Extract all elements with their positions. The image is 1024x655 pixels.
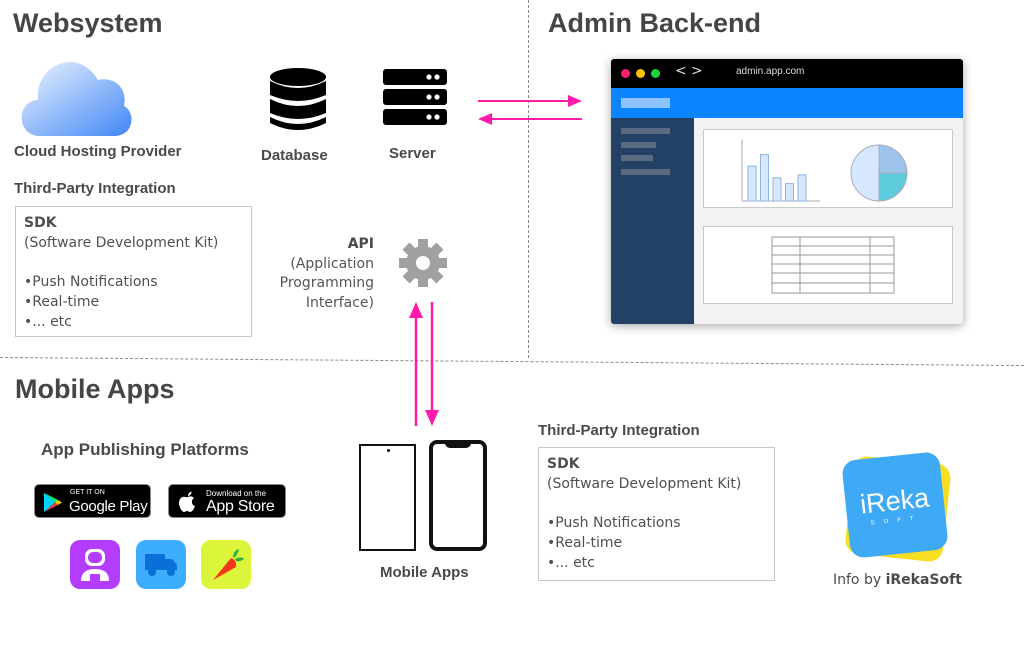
devices-label: Mobile Apps [380, 564, 469, 581]
google-play-badge[interactable]: GET IT ON Google Play [34, 484, 151, 518]
api-description: API (Application Programming Interface) [262, 235, 374, 313]
api-title: API [347, 236, 374, 252]
sdk-feature: Push Notifications [547, 513, 766, 533]
sdk-feature-list: Push Notifications Real-time ... etc [547, 513, 766, 573]
server-admin-arrows [478, 95, 582, 125]
google-play-small: GET IT ON [70, 489, 105, 496]
database-label: Database [261, 147, 328, 164]
sidebar-item[interactable] [621, 142, 656, 148]
sdk-feature: Real-time [24, 292, 243, 312]
mini-pie-slice [878, 172, 908, 202]
mini-pie-slice [878, 144, 908, 174]
mini-table [771, 236, 895, 294]
section-title-admin: Admin Back-end [548, 8, 762, 38]
mini-bar [785, 183, 794, 202]
sdk-title: SDK [547, 456, 580, 472]
credit-brand: iRekaSoft [885, 572, 962, 588]
section-title-websystem: Websystem [13, 8, 163, 38]
cloud-label: Cloud Hosting Provider [14, 143, 182, 160]
app-store-small: Download on the [206, 489, 267, 498]
sdk-feature: ... etc [547, 553, 766, 573]
mini-bar [760, 154, 769, 202]
database-icon [270, 68, 326, 130]
api-mobile-arrows [409, 302, 439, 426]
server-label: Server [389, 145, 436, 162]
close-dot[interactable] [621, 69, 630, 78]
app-store-big: App Store [206, 498, 275, 515]
maximize-dot[interactable] [651, 69, 660, 78]
server-icon [383, 69, 447, 125]
app-icon-truck[interactable] [136, 540, 186, 589]
astronaut-icon [81, 549, 109, 581]
sdk-subtitle: (Software Development Kit) [547, 476, 742, 492]
section-title-mobile: Mobile Apps [15, 374, 175, 404]
arrow-head-up [409, 302, 423, 318]
sidebar-item[interactable] [621, 128, 670, 134]
vertical-divider [528, 0, 529, 358]
admin-header [611, 88, 963, 118]
android-phone-icon [359, 444, 416, 551]
google-play-big: Google Play [69, 498, 148, 515]
sidebar-item[interactable] [621, 155, 653, 161]
horizontal-divider [0, 357, 1024, 367]
browser-url[interactable]: admin.app.com [736, 66, 805, 77]
mini-charts [741, 140, 908, 202]
iphone-icon [429, 440, 487, 551]
back-icon[interactable]: < [675, 63, 687, 79]
sdk-feature: Real-time [547, 533, 766, 553]
sdk-box-mobile: SDK (Software Development Kit) Push Noti… [538, 447, 775, 581]
chart-card [703, 129, 953, 208]
app-store-badge[interactable]: Download on the App Store [168, 484, 286, 518]
sdk-subtitle: (Software Development Kit) [24, 235, 219, 251]
table-card [703, 226, 953, 304]
minimize-dot[interactable] [636, 69, 645, 78]
carrot-icon [213, 549, 244, 580]
api-line: Interface) [305, 294, 374, 311]
gear-icon [399, 239, 447, 287]
sdk-feature: ... etc [24, 312, 243, 332]
arrow-head-left [478, 113, 492, 125]
mini-bar [797, 174, 807, 202]
publishing-title: App Publishing Platforms [41, 440, 249, 459]
third-party-title-web: Third-Party Integration [14, 180, 176, 197]
arrow-head-right [568, 95, 582, 107]
arrow-head-down [425, 410, 439, 426]
mini-bar [747, 165, 757, 202]
admin-sidebar [611, 118, 694, 324]
sdk-feature-list: Push Notifications Real-time ... etc [24, 272, 243, 332]
app-icon-astronaut[interactable] [70, 540, 120, 589]
forward-icon[interactable]: > [691, 63, 703, 79]
mini-pie-slice [850, 144, 880, 202]
mini-bar [772, 177, 782, 202]
apple-icon [179, 491, 195, 512]
admin-logo-placeholder [621, 98, 670, 108]
sdk-feature: Push Notifications [24, 272, 243, 292]
sdk-title: SDK [24, 215, 57, 231]
sdk-box-web: SDK (Software Development Kit) Push Noti… [15, 206, 252, 337]
browser-titlebar: < > admin.app.com [611, 59, 963, 88]
api-line: (Application [290, 255, 374, 272]
api-line: Programming [279, 275, 374, 291]
sidebar-item[interactable] [621, 169, 670, 175]
truck-icon [145, 554, 177, 576]
cloud-icon [21, 62, 132, 136]
admin-browser-window: < > admin.app.com [611, 59, 963, 324]
google-play-icon [44, 493, 62, 512]
ireka-logo: iReka SOFT [841, 451, 949, 559]
third-party-title-mobile: Third-Party Integration [538, 422, 700, 439]
app-icon-carrot[interactable] [201, 540, 251, 589]
credit-prefix: Info by [833, 572, 886, 588]
credit-line: Info by iRekaSoft [833, 572, 962, 588]
